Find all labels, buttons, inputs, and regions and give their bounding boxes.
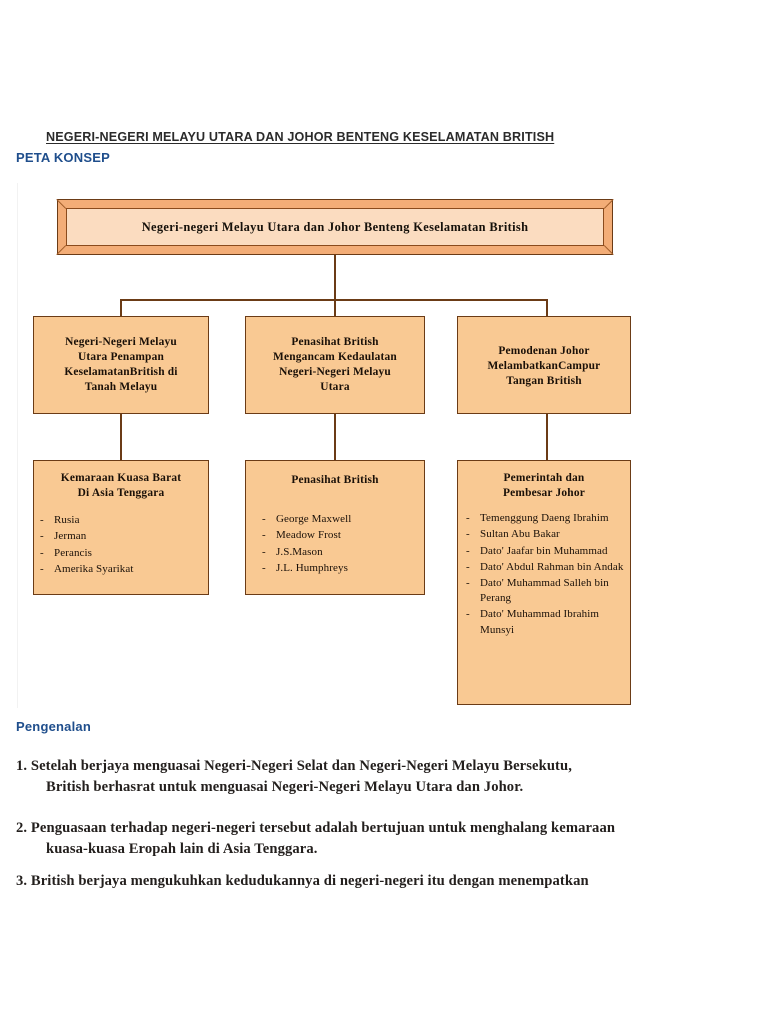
- paragraph-2-line-2: kuasa-kuasa Eropah lain di Asia Tenggara…: [46, 840, 318, 857]
- branch-node-1-title: Negeri-Negeri Melayu Utara Penampan Kese…: [34, 317, 208, 396]
- detail-node-1-heading-line-1: Kemaraan Kuasa Barat: [60, 472, 182, 484]
- connector-drop-branch-2: [334, 299, 336, 317]
- branch-node-2: Penasihat British Mengancam Kedaulatan N…: [245, 316, 425, 414]
- branch-node-3-line-2: MelambatkanCampur: [487, 360, 601, 373]
- list-item: Dato' Abdul Rahman bin Andak: [464, 560, 624, 575]
- list-item: Dato' Jaafar bin Muhammad: [464, 544, 624, 559]
- branch-node-3-line-1: Pemodenan Johor: [498, 345, 590, 357]
- detail-node-3-list: Temenggung Daeng Ibrahim Sultan Abu Baka…: [458, 511, 630, 637]
- section-label-peta-konsep: PETA KONSEP: [16, 150, 110, 165]
- paragraph-2-line-1: 2. Penguasaan terhadap negeri-negeri ter…: [16, 820, 616, 836]
- branch-node-3: Pemodenan Johor MelambatkanCampur Tangan…: [457, 316, 631, 414]
- paragraph-1-line-2: British berhasrat untuk menguasai Negeri…: [46, 778, 524, 795]
- connector-branch-2-to-child: [334, 414, 336, 461]
- branch-node-2-line-3: Negeri-Negeri Melayu: [279, 366, 391, 379]
- list-item: Sultan Abu Bakar: [464, 527, 624, 542]
- branch-node-2-line-2: Mengancam Kedaulatan: [273, 351, 397, 364]
- paragraph-1: 1. Setelah berjaya menguasai Negeri-Nege…: [16, 756, 756, 797]
- section-heading-pengenalan: Pengenalan: [16, 719, 91, 734]
- branch-node-2-title: Penasihat British Mengancam Kedaulatan N…: [246, 317, 424, 396]
- connector-drop-branch-3: [546, 299, 548, 317]
- concept-map-diagram: Negeri-negeri Melayu Utara dan Johor Ben…: [17, 183, 717, 708]
- branch-node-1-line-1: Negeri-Negeri Melayu: [65, 336, 177, 348]
- list-item: Dato' Muhammad Salleh bin Perang: [464, 576, 624, 606]
- branch-node-2-line-4: Utara: [320, 381, 350, 394]
- list-item: J.S.Mason: [260, 545, 418, 560]
- branch-node-3-line-3: Tangan British: [506, 375, 582, 388]
- detail-node-1-heading: Kemaraan Kuasa Barat Di Asia Tenggara: [34, 461, 208, 501]
- detail-node-1-list: Rusia Jerman Perancis Amerika Syarikat: [34, 513, 208, 577]
- branch-node-2-line-1: Penasihat British: [291, 336, 379, 348]
- list-item: Rusia: [38, 513, 202, 528]
- paragraph-2: 2. Penguasaan terhadap negeri-negeri ter…: [16, 818, 756, 859]
- connector-drop-branch-1: [120, 299, 122, 317]
- branch-node-1-line-3: KeselamatanBritish di: [64, 366, 178, 379]
- list-item: J.L. Humphreys: [260, 561, 418, 576]
- paragraph-1-line-1: 1. Setelah berjaya menguasai Negeri-Nege…: [16, 758, 572, 774]
- connector-trunk-vertical: [334, 255, 336, 300]
- list-item: Jerman: [38, 529, 202, 544]
- branch-node-3-title: Pemodenan Johor MelambatkanCampur Tangan…: [458, 317, 630, 389]
- branch-node-1: Negeri-Negeri Melayu Utara Penampan Kese…: [33, 316, 209, 414]
- list-item: Temenggung Daeng Ibrahim: [464, 511, 624, 526]
- page-title: NEGERI-NEGERI MELAYU UTARA DAN JOHOR BEN…: [46, 130, 555, 144]
- branch-node-1-line-4: Tanah Melayu: [84, 381, 158, 394]
- connector-branch-3-to-child: [546, 414, 548, 461]
- detail-node-2: Penasihat British George Maxwell Meadow …: [245, 460, 425, 595]
- list-item: George Maxwell: [260, 512, 418, 527]
- detail-node-3: Pemerintah dan Pembesar Johor Temenggung…: [457, 460, 631, 705]
- bevel-frame: [57, 199, 613, 255]
- list-item: Meadow Frost: [260, 528, 418, 543]
- detail-node-2-heading: Penasihat British: [246, 461, 424, 488]
- detail-node-1: Kemaraan Kuasa Barat Di Asia Tenggara Ru…: [33, 460, 209, 595]
- paragraph-3-line-1: 3. British berjaya mengukuhkan kedudukan…: [16, 873, 589, 889]
- connector-horizontal-bus: [120, 299, 547, 301]
- paragraph-3: 3. British berjaya mengukuhkan kedudukan…: [16, 871, 756, 892]
- list-item: Perancis: [38, 546, 202, 561]
- detail-node-2-list: George Maxwell Meadow Frost J.S.Mason J.…: [246, 512, 424, 576]
- detail-node-3-heading-line-2: Pembesar Johor: [503, 487, 585, 500]
- detail-node-3-heading: Pemerintah dan Pembesar Johor: [458, 461, 630, 501]
- list-item: Dato' Muhammad Ibrahim Munsyi: [464, 607, 624, 637]
- detail-node-2-heading-line-1: Penasihat British: [291, 474, 379, 486]
- connector-branch-1-to-child: [120, 414, 122, 461]
- detail-node-1-heading-line-2: Di Asia Tenggara: [77, 487, 165, 500]
- root-node-panel: Negeri-negeri Melayu Utara dan Johor Ben…: [66, 208, 604, 246]
- list-item: Amerika Syarikat: [38, 562, 202, 577]
- concept-map-root-node: Negeri-negeri Melayu Utara dan Johor Ben…: [56, 199, 614, 255]
- branch-node-1-line-2: Utara Penampan: [77, 351, 164, 364]
- root-node-label: Negeri-negeri Melayu Utara dan Johor Ben…: [141, 219, 529, 234]
- detail-node-3-heading-line-1: Pemerintah dan: [503, 472, 585, 484]
